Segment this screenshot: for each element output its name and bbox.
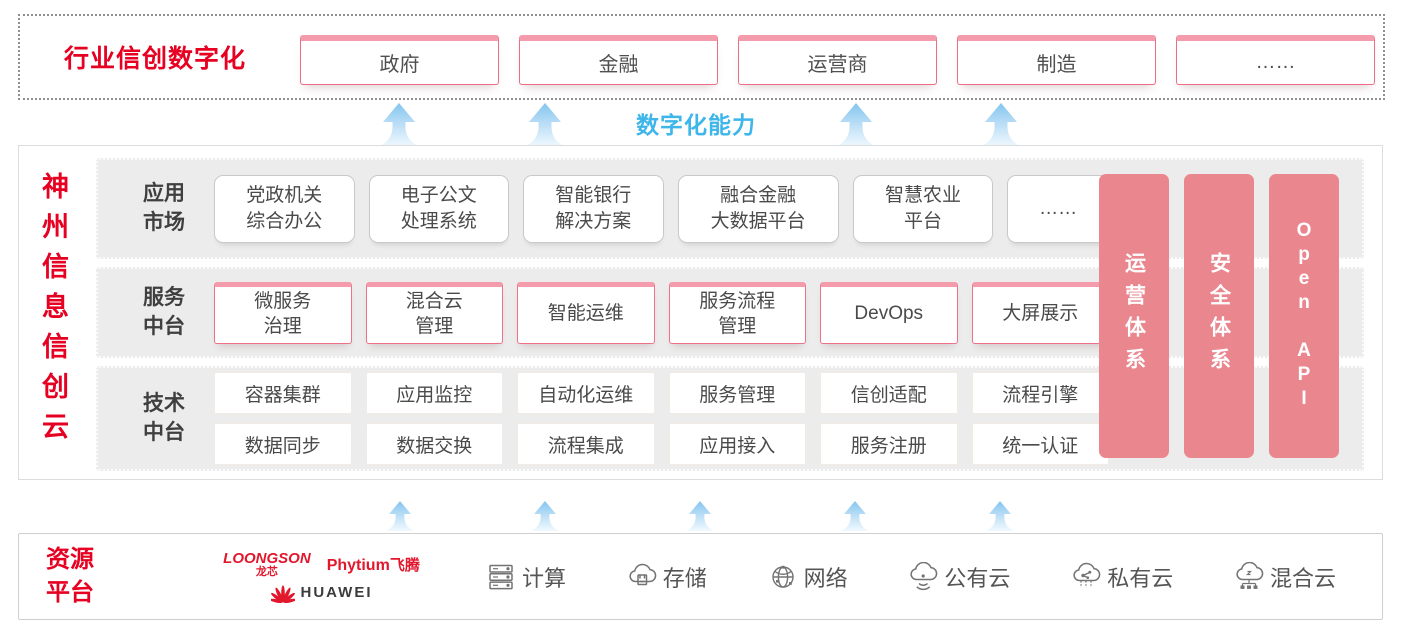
resource-item-label: 存储: [662, 565, 707, 591]
phytium-logo: Phytium 飞腾: [327, 554, 420, 575]
app-box-edoc-system: 电子公文 处理系统: [368, 174, 509, 243]
up-arrow-icon: [840, 501, 870, 531]
cloud-platform-title: 神州信息信创云: [38, 172, 68, 452]
svc-box-microservice-governance: 微服务 治理: [214, 281, 352, 344]
app-market-label: 应用 市场: [143, 182, 185, 234]
tech-platform-label: 技术 中台: [143, 392, 185, 444]
tech-box-data-sync: 数据同步: [214, 423, 352, 465]
svc-box-devops: DevOps: [820, 281, 958, 344]
server-icon: [489, 564, 513, 589]
huawei-logo: HUAWEI: [270, 583, 373, 603]
loongson-chinese: 龙芯: [255, 565, 278, 578]
service-platform-boxes: 微服务 治理 混合云 管理 智能运维 服务流程 管理 DevOps 大屏展示: [214, 281, 1109, 344]
resource-item-storage: 存储: [626, 561, 707, 593]
app-box-smart-agriculture: 智慧农业 平台: [852, 174, 994, 243]
up-arrow-icon: [835, 103, 877, 147]
industry-section-title: 行业信创数字化: [64, 45, 247, 73]
tech-box-data-exchange: 数据交换: [365, 423, 503, 465]
industry-box-operator: 运营商: [738, 35, 937, 85]
industry-box-ellipsis: ……: [1176, 35, 1375, 85]
resource-item-label: 网络: [803, 565, 848, 591]
svc-box-intelligent-ops: 智能运维: [517, 281, 655, 344]
phytium-wordmark: Phytium: [326, 556, 390, 574]
resource-item-label: 计算: [522, 565, 567, 591]
tech-box-process-integration: 流程集成: [517, 423, 655, 465]
resource-platform-label: 资源 平台: [46, 546, 94, 606]
tech-box-unified-auth: 统一认证: [971, 423, 1109, 465]
tech-box-app-monitoring: 应用监控: [365, 372, 503, 414]
loongson-logo: LOONGSON 龙芯: [223, 551, 311, 578]
resource-item-compute: 计算: [485, 561, 566, 593]
loongson-wordmark: LOONGSON: [223, 549, 311, 567]
pillar-operations-system: 运营体系: [1099, 174, 1169, 458]
vendor-logos: LOONGSON 龙芯 Phytium 飞腾: [214, 551, 429, 603]
svc-box-dashboard-display: 大屏展示: [971, 281, 1109, 344]
network-globe-icon: [771, 565, 794, 588]
huawei-flower-icon: [270, 584, 295, 603]
tech-box-container-cluster: 容器集群: [214, 372, 352, 414]
app-box-party-office: 党政机关 综合办公: [214, 174, 355, 243]
industry-box-finance: 金融: [519, 35, 718, 85]
resource-platform-panel: 资源 平台 LOONGSON 龙芯 Phytium 飞腾: [18, 533, 1383, 620]
resource-item-label: 公有云: [944, 565, 1011, 591]
service-platform-label: 服务 中台: [143, 286, 185, 338]
cloud-platform-panel: 神州信息信创云 应用 市场 党政机关 综合办公 电子公文 处理系统 智能银行 解…: [18, 145, 1383, 480]
svc-box-hybrid-cloud-mgmt: 混合云 管理: [365, 281, 503, 344]
up-arrow-icon: [385, 501, 415, 531]
resource-item-private-cloud: 私有云: [1070, 561, 1173, 593]
pillar-security-system: 安全体系: [1184, 174, 1254, 458]
pillar-open-api: Open API: [1269, 174, 1339, 458]
industry-section: 行业信创数字化 政府 金融 运营商 制造 ……: [18, 14, 1385, 100]
resource-item-hybrid-cloud: 混合云: [1233, 561, 1336, 593]
hybrid-cloud-icon: [1236, 561, 1264, 589]
up-arrow-icon: [524, 103, 566, 147]
capability-label: 数字化能力: [636, 112, 756, 138]
resource-item-network: 网络: [767, 561, 848, 593]
resource-items: 计算 存储: [485, 561, 1336, 593]
public-cloud-icon: [910, 561, 938, 590]
phytium-chinese: 飞腾: [389, 556, 420, 574]
tech-platform-band: 技术 中台 容器集群 应用监控 自动化运维 服务管理 信创适配 流程引擎 数据同…: [96, 366, 1364, 471]
private-cloud-icon: [1073, 562, 1101, 587]
tech-box-process-engine: 流程引擎: [971, 372, 1109, 414]
up-arrow-icon: [530, 501, 560, 531]
resource-item-public-cloud: 公有云: [907, 561, 1010, 593]
tech-platform-boxes: 容器集群 应用监控 自动化运维 服务管理 信创适配 流程引擎 数据同步 数据交换…: [214, 372, 1109, 465]
app-box-ellipsis: ……: [1007, 174, 1109, 243]
up-arrow-icon: [980, 103, 1022, 147]
tech-box-service-mgmt: 服务管理: [668, 372, 806, 414]
up-arrow-icon: [378, 103, 420, 147]
resource-item-label: 混合云: [1269, 565, 1336, 591]
tech-box-automated-ops: 自动化运维: [517, 372, 655, 414]
tech-box-xinchuang-adaptation: 信创适配: [820, 372, 958, 414]
tech-box-service-registry: 服务注册: [820, 423, 958, 465]
huawei-wordmark: HUAWEI: [300, 584, 373, 601]
tech-box-app-access: 应用接入: [668, 423, 806, 465]
up-arrow-icon: [685, 501, 715, 531]
up-arrow-icon: [985, 501, 1015, 531]
app-market-boxes: 党政机关 综合办公 电子公文 处理系统 智能银行 解决方案 融合金融 大数据平台…: [214, 174, 1109, 243]
cloud-storage-icon: [629, 563, 657, 585]
app-box-finance-bigdata: 融合金融 大数据平台: [677, 174, 839, 243]
svc-box-service-process-mgmt: 服务流程 管理: [668, 281, 806, 344]
app-box-smart-banking: 智能银行 解决方案: [523, 174, 664, 243]
industry-box-manufacturing: 制造: [957, 35, 1156, 85]
app-market-band: 应用 市场 党政机关 综合办公 电子公文 处理系统 智能银行 解决方案 融合金融…: [96, 158, 1364, 259]
industry-box-government: 政府: [300, 35, 499, 85]
service-platform-band: 服务 中台 微服务 治理 混合云 管理 智能运维 服务流程 管理 DevOps …: [96, 267, 1364, 358]
vendor-row: LOONGSON 龙芯 Phytium 飞腾: [223, 551, 420, 578]
industry-box-row: 政府 金融 运营商 制造 ……: [300, 35, 1375, 85]
resource-item-label: 私有云: [1107, 565, 1174, 591]
